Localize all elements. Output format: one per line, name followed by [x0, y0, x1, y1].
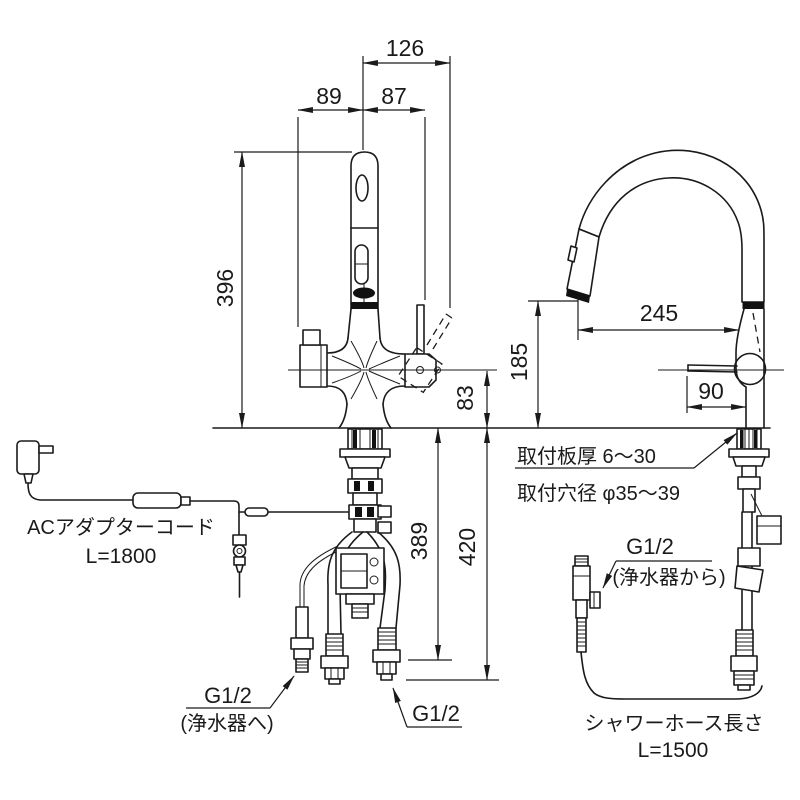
front-view: [288, 151, 497, 429]
shower-hose-loop: [580, 651, 763, 700]
dim-83: 83: [452, 385, 478, 411]
dim-89: 89: [316, 83, 342, 109]
label-g12-purifier-in: G1/2: [626, 534, 674, 559]
shower-hose-connector: [572, 555, 763, 700]
label-purifier-in-note: (浄水器から): [612, 566, 725, 589]
spout-joint-band: [351, 302, 378, 309]
dim-420: 420: [454, 528, 480, 566]
annotations: 取付板厚 6～30 取付穴径 φ35～39 ACアダプターコード L=1800 …: [27, 432, 764, 762]
side-lever: [687, 364, 738, 373]
dim-87: 87: [381, 83, 407, 109]
ac-adapter: [16, 440, 349, 598]
sensor-window: [355, 174, 369, 202]
power-connector: [232, 534, 247, 598]
label-g12-supply: G1/2: [412, 701, 460, 726]
purifier-inlet-port: [589, 591, 601, 609]
ac-cord-plug: [244, 507, 269, 517]
label-shower-length: L=1500: [638, 739, 709, 762]
label-g12-purifier-out: G1/2: [204, 683, 252, 708]
manifold-unit: [335, 547, 385, 619]
label-ac-length: L=1800: [86, 545, 157, 568]
dim-126: 126: [386, 35, 424, 61]
note-mount-thickness: 取付板厚 6～30: [517, 445, 656, 468]
purifier-tube: [295, 606, 309, 639]
dim-185: 185: [506, 343, 532, 381]
dim-389: 389: [406, 522, 432, 560]
purifier-handle: [299, 329, 328, 388]
lever-pivot: [733, 352, 767, 386]
ac-plug-body: [16, 440, 40, 475]
label-ac-cord: ACアダプターコード: [27, 516, 215, 539]
ac-cord: [27, 482, 134, 501]
side-view: [566, 149, 784, 429]
ac-inline-connector: [132, 492, 182, 509]
under-counter-side: [728, 428, 782, 691]
spout-joint-band-side: [742, 302, 765, 309]
label-shower-hose: シャワーホース長さ: [585, 713, 764, 735]
lever-swing-ghost: [397, 313, 453, 394]
electric-connector-box: [756, 515, 782, 545]
gooseneck-spout: [578, 149, 765, 303]
dim-90: 90: [698, 378, 724, 404]
note-mount-hole: 取付穴径 φ35～39: [517, 482, 680, 505]
dimensions: 126 89 87 396 83 185 245 90 389 420: [212, 35, 747, 681]
under-counter-front: [290, 428, 401, 685]
dim-396: 396: [212, 269, 238, 307]
label-purifier-out-note: (浄水器へ): [180, 712, 273, 735]
dim-245: 245: [640, 300, 678, 326]
ac-plug-prong: [38, 445, 54, 454]
spout-joint-ring: [353, 287, 375, 299]
